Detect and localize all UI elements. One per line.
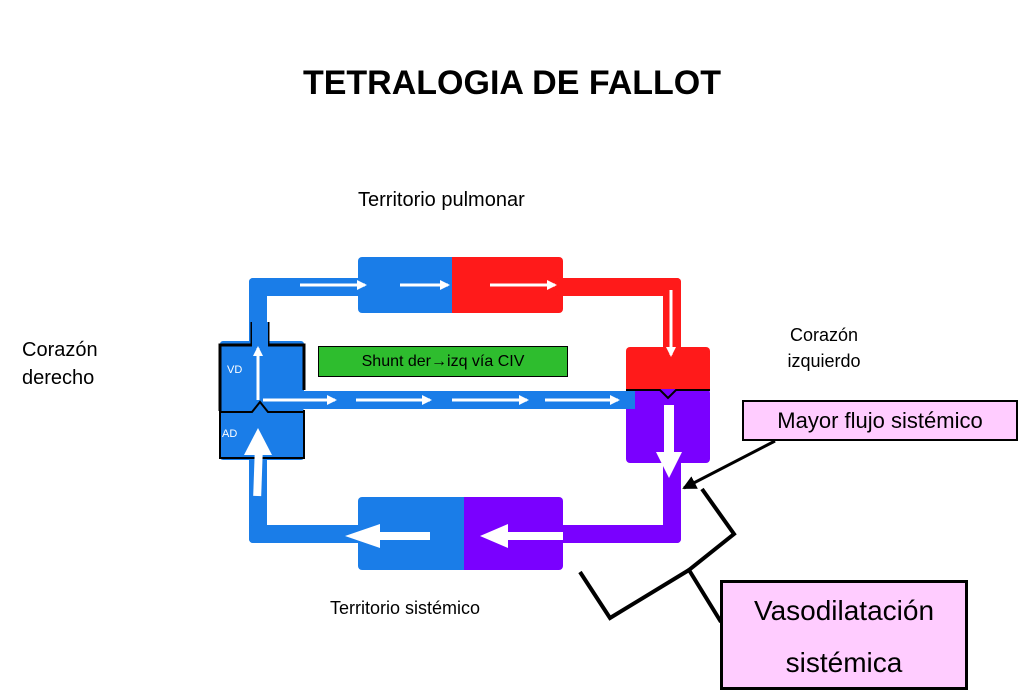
right-heart-label-line2: derecho [22,367,95,389]
right-heart-label: Corazón derecho [22,336,98,392]
shunt-label-box: Shunt der→izq vía CIV [318,346,568,377]
vessel-top-left [249,278,369,296]
shunt-label-suffix: izq vía CIV [447,352,525,370]
vessel-right-vertical-purple [663,455,681,543]
left-atrium [626,347,710,393]
vasodilation-line1: Vasodilatación [753,595,935,626]
pulmonary-territory-label: Territorio pulmonar [358,189,525,211]
right-ventricle [220,341,304,411]
page-title: TETRALOGIA DE FALLOT [302,64,722,102]
vessel-bottom-right [556,525,681,543]
systemic-territory-label: Territorio sistémico [330,598,481,618]
vessel-bottom-left [249,525,369,543]
right-atrium [220,409,304,460]
right-atrium-label: AD [222,428,238,440]
left-heart-label-line2: izquierdo [787,351,861,371]
greater-flow-callout: Mayor flujo sistémico [742,400,1018,441]
right-heart-label-line1: Corazón [22,339,98,361]
vasodilation-callout: Vasodilatación sistémica [720,580,968,690]
shunt-label-prefix: Shunt der [361,352,432,370]
vessel-top-right [555,278,681,296]
callout-pointer [682,439,776,490]
left-heart-label: Corazón izquierdo [778,322,870,374]
vasodilation-bracket [686,487,737,624]
thick-flow-arrows [244,405,682,548]
vasodilation-line2: sistémica [785,647,903,678]
flow-arrows [253,280,676,405]
shunt-arrow-icon: → [431,352,448,370]
left-heart-label-line1: Corazón [789,325,859,345]
right-ventricle-label: VD [227,364,243,376]
